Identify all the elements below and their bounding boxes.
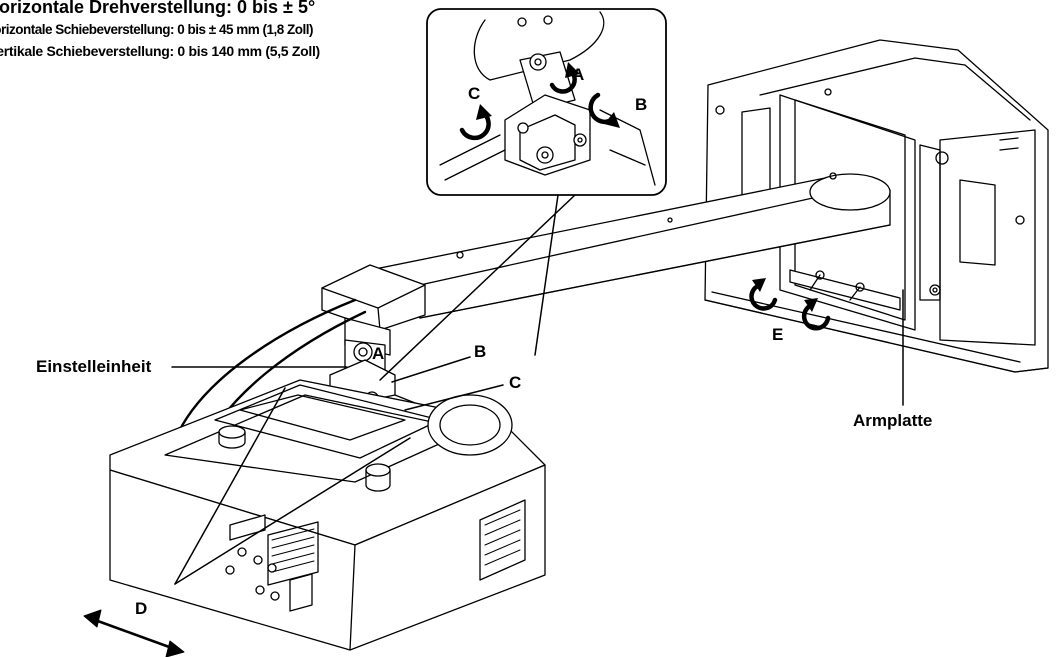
label-a-inset: A <box>572 65 585 84</box>
label-d: D <box>135 599 148 618</box>
leader-lines <box>171 194 904 585</box>
spec-horizontal-slide: Horizontale Schiebeverstellung: 0 bis ± … <box>0 22 314 37</box>
label-armplatte: Armplatte <box>853 411 933 430</box>
double-arrow <box>83 609 185 657</box>
slide-rail <box>789 269 901 311</box>
label-e: E <box>772 325 784 344</box>
label-einstelleinheit: Einstelleinheit <box>36 357 152 376</box>
label-a-main: A <box>372 344 385 363</box>
label-b-main: B <box>474 342 487 361</box>
label-c-main: C <box>509 373 522 392</box>
detail-inset <box>426 8 667 196</box>
label-c-inset: C <box>468 84 481 103</box>
spec-rotation: Horizontale Drehverstellung: 0 bis ± 5° <box>0 0 316 17</box>
rotation-arrowheads <box>476 62 818 312</box>
label-b-inset: B <box>635 95 648 114</box>
arm-head <box>321 264 426 356</box>
rotate-arrow-e1-icon <box>749 282 778 311</box>
extension-arm <box>369 172 891 319</box>
spec-vertical-slide: Vertikale Schiebeverstellung: 0 bis 140 … <box>0 43 320 59</box>
rotate-arrow-e2-icon <box>801 302 831 331</box>
projector <box>109 379 546 651</box>
